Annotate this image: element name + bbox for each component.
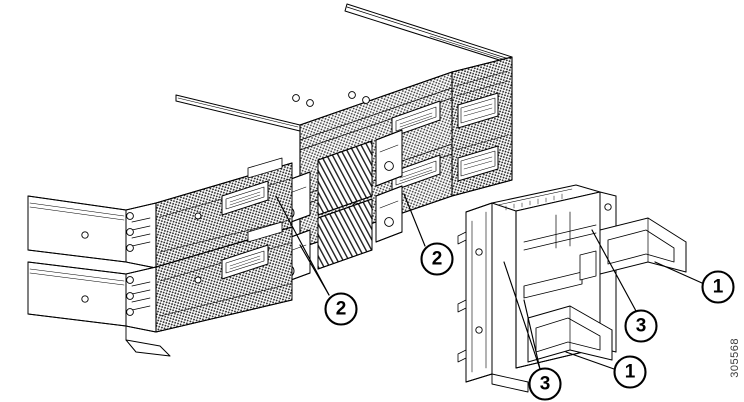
bracket: [457, 184, 687, 393]
callout-3-lower[interactable]: 3: [528, 367, 562, 401]
handle-lower: [527, 305, 613, 363]
chassis-rail-top: [175, 94, 301, 132]
callout-2-left[interactable]: 2: [324, 292, 358, 326]
callout-1-right[interactable]: 1: [701, 270, 735, 304]
callout-1-bottom[interactable]: 1: [613, 355, 647, 389]
callout-3-lower-label: 3: [540, 374, 551, 395]
callout-3-upper[interactable]: 3: [624, 309, 658, 343]
card-cage-lower: [317, 198, 373, 270]
callout-3-upper-label: 3: [636, 316, 647, 337]
module-box-right-upper: [375, 129, 403, 187]
blade-lower: [27, 221, 293, 357]
callout-2-left-label: 2: [336, 299, 347, 320]
chassis-body: [451, 56, 513, 197]
callout-2-right[interactable]: 2: [420, 242, 454, 276]
callout-1-bottom-label: 1: [625, 362, 636, 383]
chassis-top-panel: [344, 3, 513, 65]
callout-1-right-label: 1: [713, 277, 724, 298]
leader-lines: [275, 193, 703, 370]
module-box-right-lower: [375, 185, 403, 243]
document-id: 305568: [729, 338, 741, 378]
card-cage-upper: [317, 140, 373, 216]
handle-upper: [599, 217, 687, 275]
callout-2-right-label: 2: [432, 249, 443, 270]
